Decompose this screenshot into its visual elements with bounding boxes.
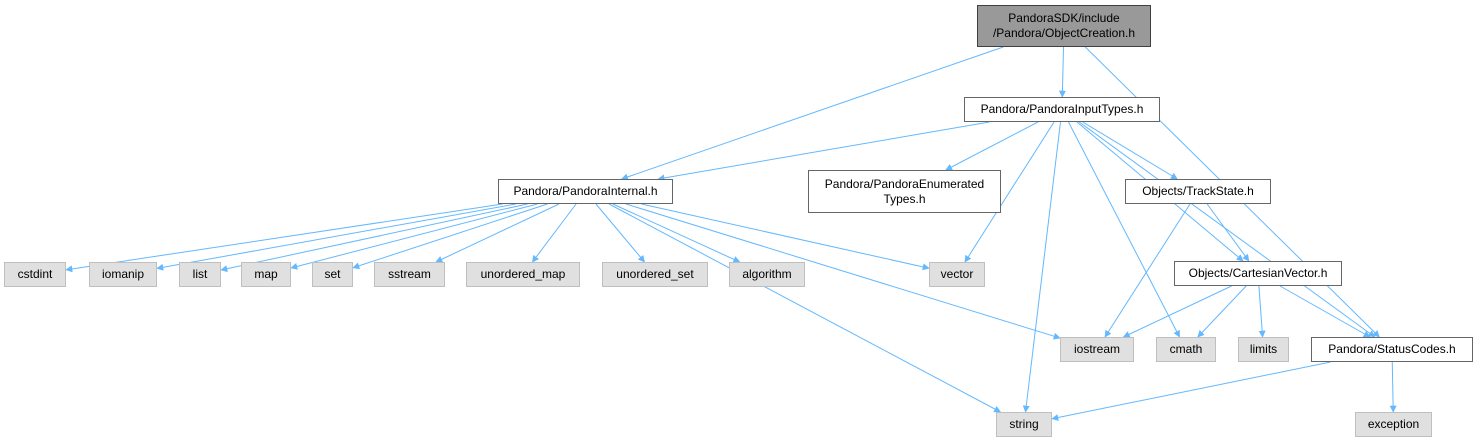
node-internal[interactable]: Pandora/PandoraInternal.h bbox=[498, 179, 673, 204]
edge-cartesian-to-statuscodes bbox=[1279, 285, 1371, 338]
node-cartesian[interactable]: Objects/CartesianVector.h bbox=[1174, 261, 1342, 286]
node-iomanip[interactable]: iomanip bbox=[89, 262, 157, 287]
dependency-edges bbox=[65, 46, 1397, 421]
edge-internal-to-algorithm bbox=[612, 203, 741, 263]
edge-input_types-to-trackstate bbox=[1082, 121, 1178, 180]
edge-statuscodes-to-exception bbox=[1389, 361, 1397, 413]
node-limits[interactable]: limits bbox=[1238, 337, 1289, 362]
edge-input_types-to-string bbox=[1022, 121, 1061, 413]
node-algorithm[interactable]: algorithm bbox=[729, 262, 805, 287]
node-trackstate[interactable]: Objects/TrackState.h bbox=[1125, 179, 1271, 204]
node-root[interactable]: PandoraSDK/include /Pandora/ObjectCreati… bbox=[977, 5, 1151, 47]
edge-internal-to-sstream bbox=[435, 203, 560, 263]
edge-internal-to-map bbox=[290, 203, 538, 270]
node-iostream[interactable]: iostream bbox=[1060, 337, 1134, 362]
node-input-types[interactable]: Pandora/PandoraInputTypes.h bbox=[964, 97, 1160, 122]
node-string[interactable]: string bbox=[996, 412, 1052, 437]
node-exception[interactable]: exception bbox=[1355, 412, 1432, 437]
edge-input_types-to-statuscodes bbox=[1078, 121, 1376, 338]
node-list[interactable]: list bbox=[179, 262, 221, 287]
edge-cartesian-to-iostream bbox=[1122, 285, 1232, 338]
edge-statuscodes-to-string bbox=[1051, 361, 1331, 421]
edge-cartesian-to-cmath bbox=[1197, 285, 1247, 338]
edge-internal-to-unordered_set bbox=[595, 203, 645, 263]
node-sstream[interactable]: sstream bbox=[374, 262, 445, 287]
edge-internal-to-list bbox=[220, 203, 528, 273]
edge-internal-to-iomanip bbox=[156, 203, 516, 271]
node-cstdint[interactable]: cstdint bbox=[4, 262, 66, 287]
node-cmath[interactable]: cmath bbox=[1156, 337, 1216, 362]
node-vector[interactable]: vector bbox=[929, 262, 985, 287]
edge-internal-to-string bbox=[608, 203, 1002, 413]
edge-input_types-to-enumerated bbox=[945, 121, 1039, 171]
node-set[interactable]: set bbox=[312, 262, 353, 287]
node-map[interactable]: map bbox=[241, 262, 291, 287]
edge-trackstate-to-cartesian bbox=[1206, 203, 1250, 262]
edge-cartesian-to-limits bbox=[1258, 285, 1266, 338]
node-statuscodes[interactable]: Pandora/StatusCodes.h bbox=[1311, 337, 1473, 362]
edge-trackstate-to-iostream bbox=[1104, 203, 1191, 338]
edge-internal-to-cstdint bbox=[65, 203, 503, 273]
edge-internal-to-unordered_map bbox=[531, 203, 577, 263]
edge-root-to-input_types bbox=[1058, 46, 1066, 98]
node-unordered-map[interactable]: unordered_map bbox=[466, 262, 580, 287]
edge-input_types-to-vector bbox=[964, 121, 1055, 263]
node-enumerated[interactable]: Pandora/PandoraEnumerated Types.h bbox=[808, 170, 1001, 213]
edge-internal-to-set bbox=[352, 203, 548, 270]
node-unordered-set[interactable]: unordered_set bbox=[602, 262, 708, 287]
edge-input_types-to-internal bbox=[657, 121, 990, 182]
edge-internal-to-iostream bbox=[625, 203, 1061, 340]
edge-root-to-internal bbox=[620, 46, 1004, 181]
edge-input_types-to-cmath bbox=[1068, 121, 1180, 338]
edge-internal-to-vector bbox=[641, 203, 930, 271]
